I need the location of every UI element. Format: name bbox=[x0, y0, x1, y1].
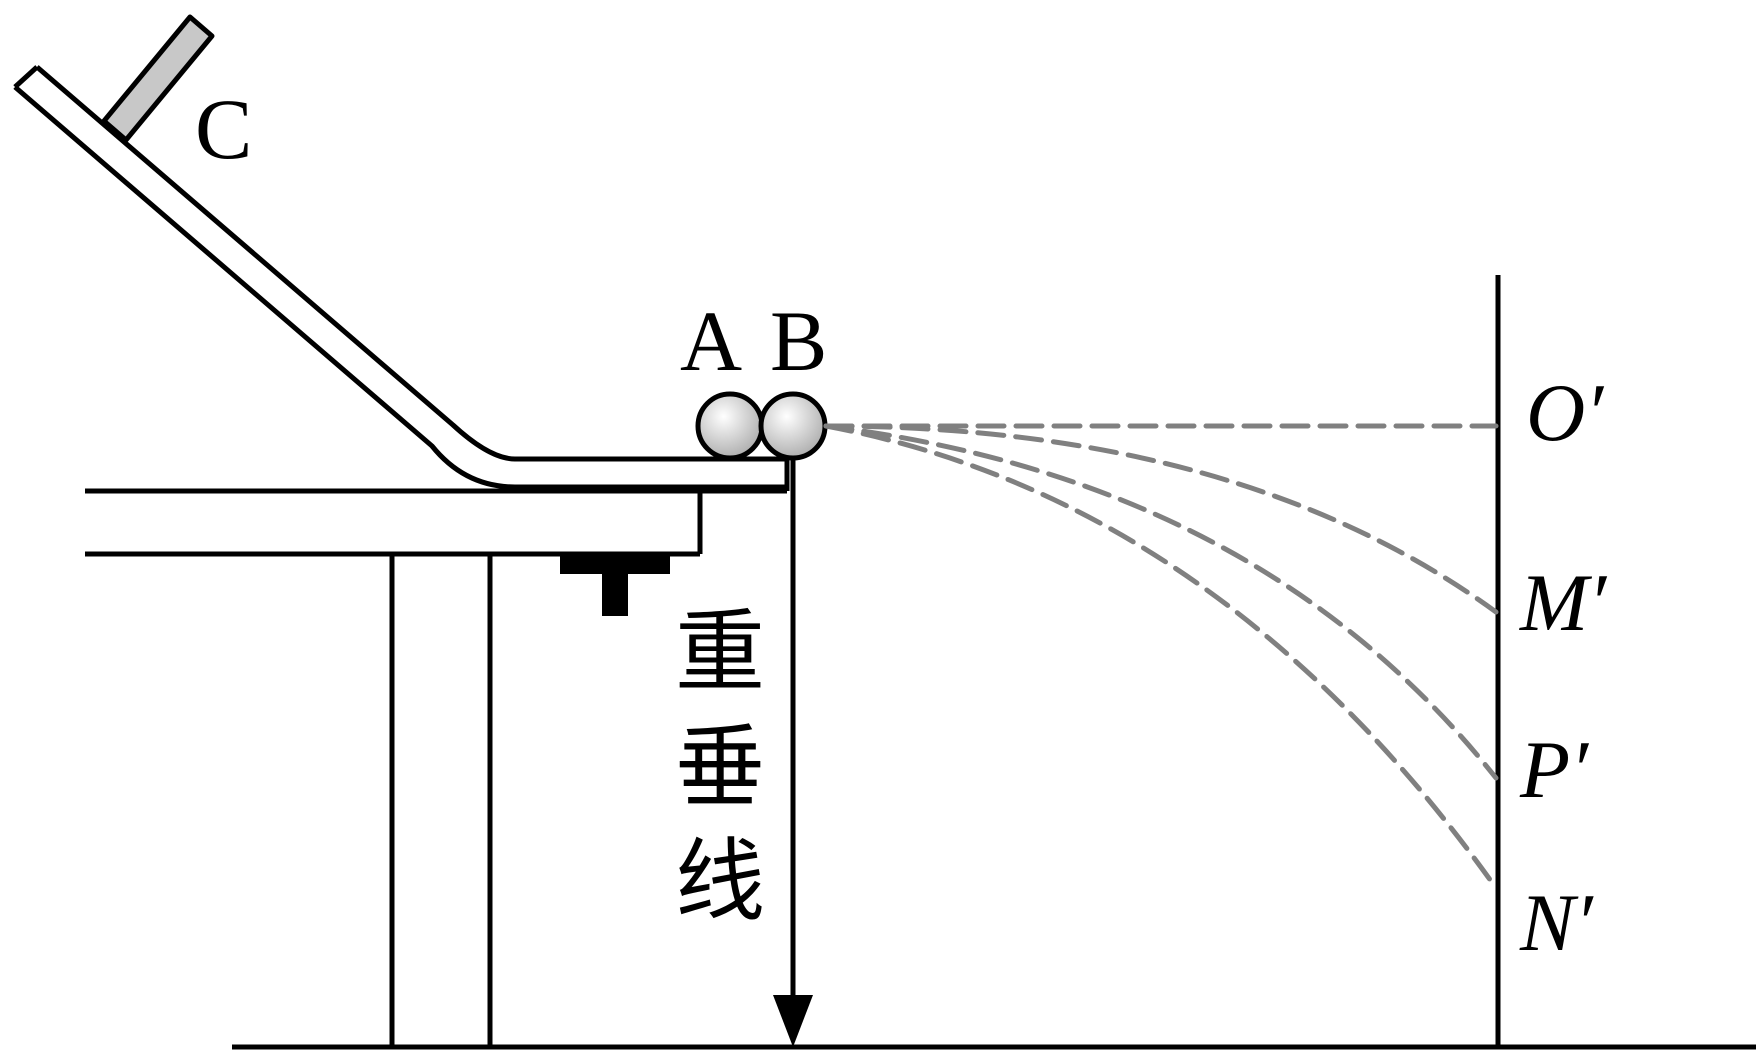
label-n-prime: N′ bbox=[1519, 877, 1594, 968]
table-clamp bbox=[560, 554, 670, 616]
label-o-prime: O′ bbox=[1526, 367, 1604, 458]
trajectories bbox=[823, 423, 1499, 891]
plumb-line-label-char-1: 重 bbox=[675, 600, 765, 705]
stop-block-c bbox=[101, 14, 215, 143]
plumb-line-arrowhead bbox=[773, 995, 813, 1047]
trajectory-p-prime bbox=[823, 423, 1499, 781]
trajectory-m-prime bbox=[823, 423, 1499, 615]
ball-b bbox=[758, 391, 828, 461]
trajectory-n-prime bbox=[823, 423, 1499, 891]
label-p-prime: P′ bbox=[1519, 724, 1589, 815]
label-m-prime: M′ bbox=[1519, 557, 1607, 648]
plumb-line-label-char-2: 垂 bbox=[675, 715, 765, 820]
ball-a bbox=[695, 391, 765, 461]
label-a: A bbox=[680, 293, 742, 389]
inclined-track bbox=[13, 65, 790, 491]
label-c: C bbox=[195, 81, 252, 177]
label-b: B bbox=[770, 293, 827, 389]
plumb-line-label-char-3: 线 bbox=[675, 829, 765, 934]
